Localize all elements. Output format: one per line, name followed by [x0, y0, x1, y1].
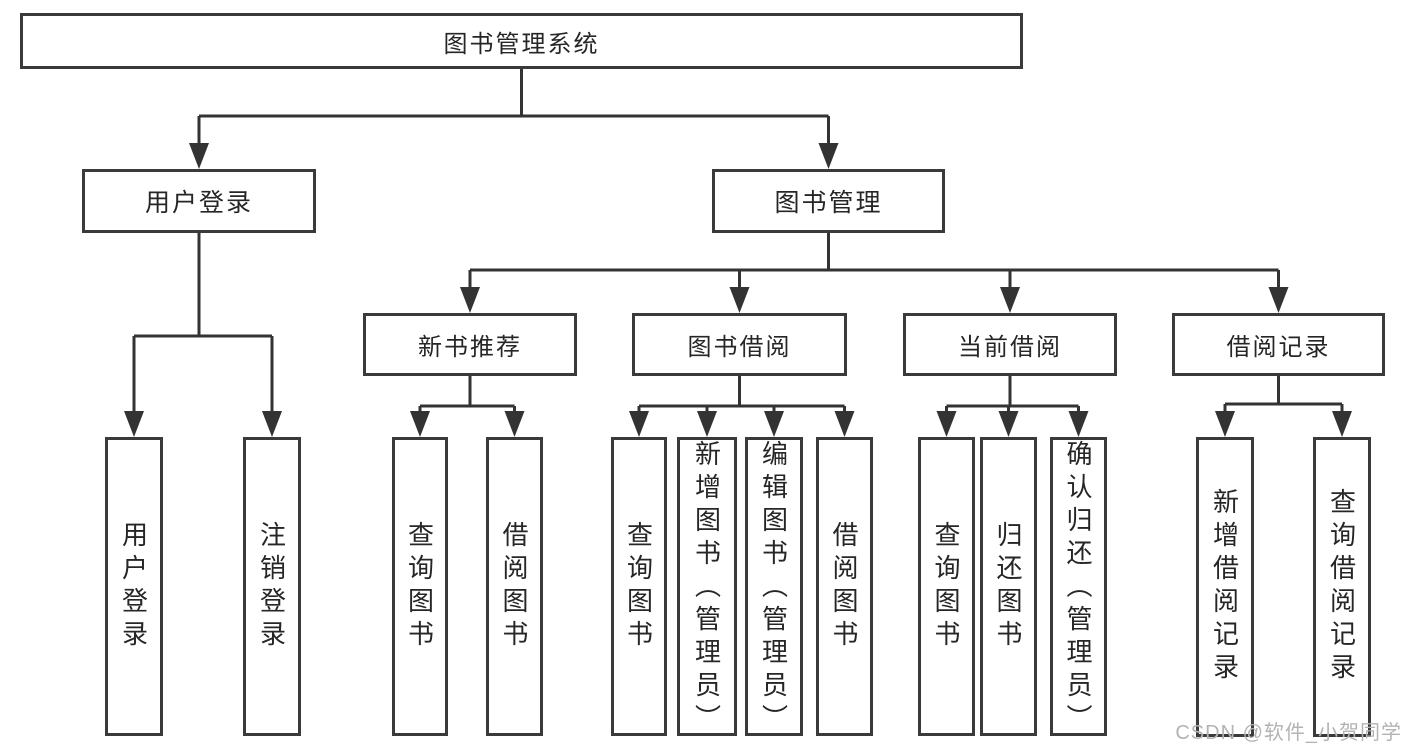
node-leaf-bb-borrow: 借阅图书: [816, 437, 873, 736]
arrowhead-icon: [1268, 287, 1289, 313]
arrowhead-icon: [460, 287, 480, 313]
node-leaf-br-query: 查询借阅记录: [1313, 437, 1371, 737]
csdn-watermark: CSDN @软件_小贺同学: [1175, 722, 1402, 744]
node-leaf-rec-query: 查询图书: [392, 437, 448, 736]
node-leaf-cb-query: 查询图书: [918, 437, 975, 736]
node-leaf-cb-return: 归还图书: [980, 437, 1037, 736]
arrowhead-icon: [729, 287, 750, 313]
node-user-login: 用户登录: [82, 169, 316, 233]
node-leaf-br-add: 新增借阅记录: [1196, 437, 1254, 737]
node-new-book-rec: 新书推荐: [363, 313, 577, 376]
arrowhead-icon: [262, 411, 282, 437]
node-leaf-bb-add: 新增图书（管理员）: [677, 437, 737, 737]
arrowhead-icon: [697, 411, 717, 437]
node-borrow-records: 借阅记录: [1172, 313, 1385, 376]
node-leaf-logout: 注销登录: [243, 437, 301, 736]
node-book-mgmt: 图书管理: [712, 169, 945, 233]
arrowhead-icon: [834, 411, 855, 437]
node-leaf-user-login: 用户登录: [105, 437, 163, 736]
arrowhead-icon: [998, 411, 1019, 437]
arrowhead-icon: [1068, 411, 1089, 437]
arrowhead-icon: [629, 411, 649, 437]
arrowhead-icon: [818, 143, 839, 169]
arrowhead-icon: [1215, 411, 1235, 437]
node-current-borrow: 当前借阅: [903, 313, 1117, 376]
node-leaf-cb-confirm: 确认归还（管理员）: [1050, 437, 1107, 737]
node-root: 图书管理系统: [20, 13, 1023, 69]
node-leaf-rec-borrow: 借阅图书: [486, 437, 543, 736]
arrowhead-icon: [764, 411, 784, 437]
node-book-borrow: 图书借阅: [632, 313, 847, 376]
arrowhead-icon: [124, 411, 144, 437]
arrowhead-icon: [936, 411, 957, 437]
node-leaf-bb-query: 查询图书: [611, 437, 667, 736]
connector-path: [132, 67, 1344, 415]
arrowhead-icon: [1332, 411, 1352, 437]
arrowhead-icon: [189, 143, 209, 169]
arrowhead-icon: [410, 411, 430, 437]
arrowhead-icon: [504, 411, 525, 437]
node-leaf-bb-edit: 编辑图书（管理员）: [745, 437, 803, 737]
arrowhead-icon: [1000, 287, 1020, 313]
